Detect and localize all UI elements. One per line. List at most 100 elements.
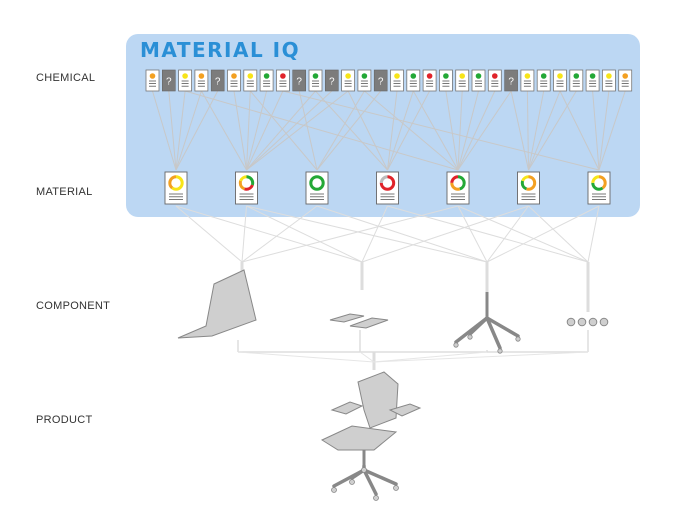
link-line (315, 90, 388, 171)
chemical-document (618, 69, 633, 92)
office-chair-icon (320, 371, 422, 501)
status-dot (589, 73, 596, 79)
status-dot (182, 73, 188, 79)
material-document (446, 171, 470, 205)
chemical-document: ? (373, 69, 388, 92)
link-line (598, 90, 626, 171)
chemical-document (422, 69, 437, 92)
status-dot (198, 73, 205, 79)
unknown-chemical-icon (373, 69, 388, 92)
link-line (246, 90, 268, 171)
link-line (528, 90, 561, 171)
link-line (246, 205, 363, 263)
chemical-document (406, 69, 421, 92)
dot (577, 317, 587, 327)
status-dot (426, 73, 433, 79)
question-mark-text: ? (215, 77, 221, 88)
status-ring-segment (238, 175, 255, 191)
caster-wheel (361, 467, 367, 473)
link-line (364, 90, 459, 171)
status-ring-segment (520, 175, 537, 191)
document-icon (227, 69, 241, 92)
status-dot (394, 73, 400, 79)
row-label-chemical: CHEMICAL (36, 72, 96, 84)
link-line (316, 90, 365, 171)
row-label-product: PRODUCT (36, 414, 93, 426)
chemical-document: ? (504, 69, 518, 92)
status-dot (280, 73, 286, 79)
question-mark-text: ? (166, 77, 172, 88)
chair-armrest (388, 403, 422, 417)
link-line (175, 205, 243, 263)
chemical-document (308, 69, 323, 92)
chemical-document (243, 69, 258, 92)
status-dot (361, 73, 368, 79)
link-line (175, 90, 186, 171)
status-ring-segment (591, 175, 607, 191)
link-line (373, 351, 488, 363)
link-line (598, 90, 610, 171)
link-line (528, 90, 545, 171)
base-leg (468, 316, 489, 336)
status-dot (231, 73, 237, 79)
status-dot (410, 73, 417, 79)
status-ring-segment (450, 175, 466, 191)
chemical-material-links (152, 90, 626, 171)
document-icon (487, 69, 502, 92)
caster-wheel (453, 342, 459, 348)
chair-seat (320, 425, 398, 451)
link-line (457, 205, 488, 263)
document-icon (259, 69, 274, 92)
status-dot (263, 73, 270, 79)
armrest-pad-icon (349, 317, 389, 329)
chemical-document (569, 69, 584, 92)
question-mark-text: ? (378, 77, 384, 88)
status-dot (540, 73, 547, 79)
document-icon (585, 69, 600, 92)
material-documents (164, 171, 611, 205)
dot (566, 317, 576, 327)
status-ring-segment (168, 175, 184, 191)
status-ring-segment (309, 175, 325, 191)
chemical-document (487, 69, 502, 92)
caster-wheel (373, 495, 379, 501)
chemical-document (602, 69, 616, 92)
chair-shell-icon (177, 269, 257, 339)
chemical-document (341, 69, 356, 92)
component-icons (177, 269, 609, 354)
link-line (359, 351, 375, 363)
chemical-document (194, 69, 209, 92)
chemical-document (471, 69, 486, 92)
base-leg (485, 316, 520, 338)
status-dot (622, 73, 628, 79)
document-icon (602, 69, 616, 92)
status-dot (247, 73, 254, 79)
link-line (486, 205, 600, 263)
status-ring-segment (520, 175, 537, 191)
status-dot (312, 73, 319, 79)
link-line (175, 205, 363, 263)
chemical-document (227, 69, 241, 92)
document-icon (341, 69, 356, 92)
status-dot (492, 73, 498, 79)
link-line (152, 90, 177, 171)
document-icon (357, 69, 372, 92)
document-icon (553, 69, 567, 92)
link-line (387, 90, 431, 171)
link-line (316, 205, 488, 263)
link-line (559, 90, 600, 171)
link-line (445, 90, 459, 171)
status-ring-segment (238, 175, 255, 191)
material-document (164, 171, 188, 205)
unknown-chemical-icon (210, 69, 225, 92)
link-line (282, 90, 600, 171)
material-document (517, 171, 540, 205)
link-line (510, 90, 529, 171)
chemical-document: ? (162, 69, 176, 92)
document-icon (471, 69, 486, 92)
chemical-document (259, 69, 274, 92)
status-dot (345, 73, 351, 79)
link-line (373, 351, 589, 363)
